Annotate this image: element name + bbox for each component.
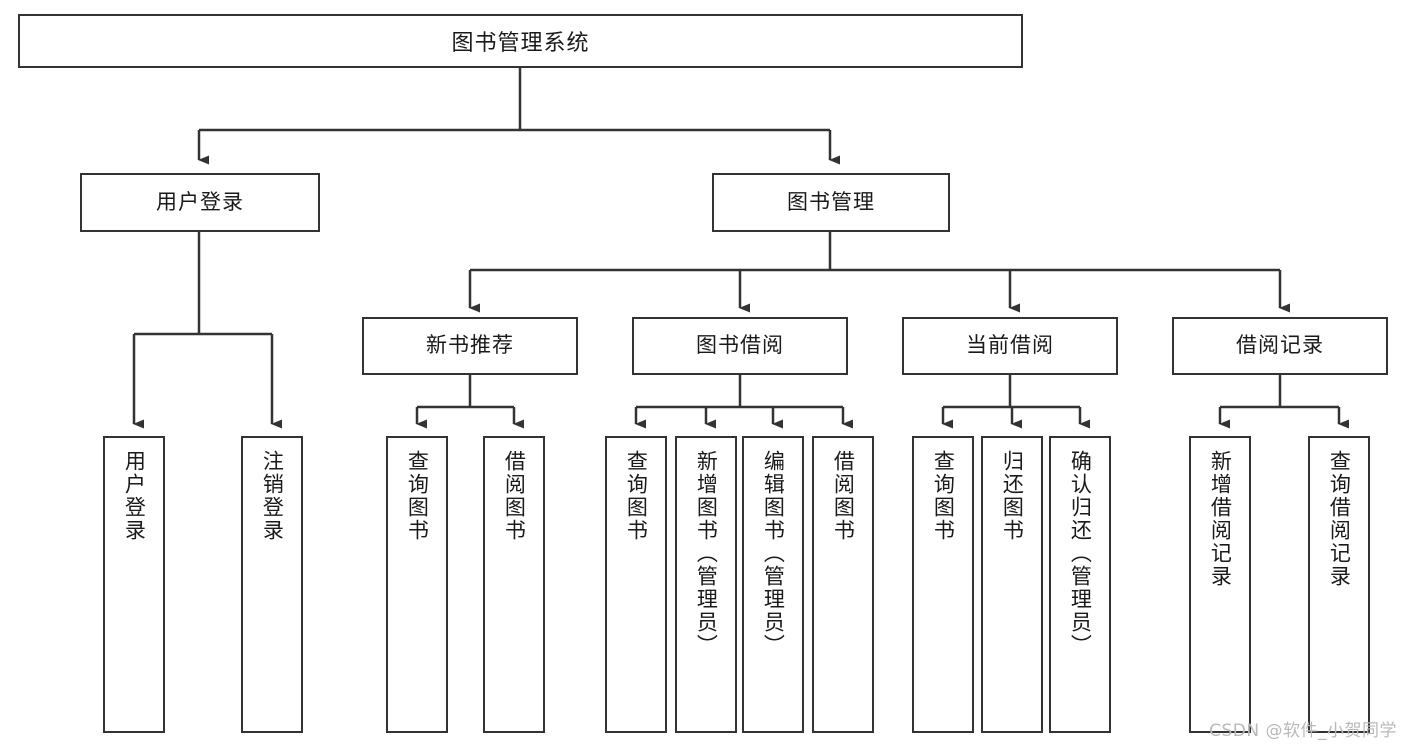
leaf-label: 借阅图书 (831, 450, 856, 542)
leaf-label: 新增图书（管理员） (694, 450, 719, 657)
leaf-recommend-borrow-book[interactable]: 借阅图书 (483, 436, 545, 733)
node-book-borrow[interactable]: 图书借阅 (632, 317, 848, 375)
csdn-watermark: CSDN @软件_小贺同学 (1209, 721, 1397, 741)
leaf-user-login-logout[interactable]: 注销登录 (241, 436, 303, 733)
node-borrow-record[interactable]: 借阅记录 (1172, 317, 1388, 375)
node-current-borrow[interactable]: 当前借阅 (902, 317, 1118, 375)
leaf-current-confirm-return-admin[interactable]: 确认归还（管理员） (1049, 436, 1111, 733)
node-new-book-recommend-label: 新书推荐 (426, 333, 514, 358)
leaf-label: 借阅图书 (502, 450, 527, 542)
leaf-record-add-record[interactable]: 新增借阅记录 (1189, 436, 1251, 733)
leaf-record-query-record[interactable]: 查询借阅记录 (1308, 436, 1370, 733)
node-current-borrow-label: 当前借阅 (966, 333, 1054, 358)
node-book-management-label: 图书管理 (787, 189, 875, 214)
node-user-login[interactable]: 用户登录 (80, 173, 320, 232)
leaf-label: 确认归还（管理员） (1068, 450, 1093, 657)
leaf-current-query-book[interactable]: 查询图书 (912, 436, 974, 733)
leaf-label: 查询图书 (624, 450, 649, 542)
leaf-borrow-add-book-admin[interactable]: 新增图书（管理员） (675, 436, 737, 733)
leaf-label: 查询图书 (405, 450, 430, 542)
leaf-label: 查询图书 (931, 450, 956, 542)
node-root[interactable]: 图书管理系统 (18, 14, 1023, 68)
leaf-borrow-borrow-book[interactable]: 借阅图书 (812, 436, 874, 733)
leaf-label: 查询借阅记录 (1327, 450, 1352, 588)
leaf-label: 用户登录 (122, 450, 147, 542)
leaf-recommend-query-book[interactable]: 查询图书 (386, 436, 448, 733)
node-book-management[interactable]: 图书管理 (712, 173, 950, 232)
leaf-label: 编辑图书（管理员） (761, 450, 786, 657)
node-new-book-recommend[interactable]: 新书推荐 (362, 317, 578, 375)
leaf-current-return-book[interactable]: 归还图书 (981, 436, 1043, 733)
leaf-borrow-edit-book-admin[interactable]: 编辑图书（管理员） (742, 436, 804, 733)
node-borrow-record-label: 借阅记录 (1236, 333, 1324, 358)
node-user-login-label: 用户登录 (156, 189, 244, 214)
leaf-label: 注销登录 (260, 450, 285, 542)
node-root-label: 图书管理系统 (451, 31, 590, 56)
leaf-label: 归还图书 (1000, 450, 1025, 542)
leaf-borrow-query-book[interactable]: 查询图书 (605, 436, 667, 733)
node-book-borrow-label: 图书借阅 (696, 333, 784, 358)
leaf-label: 新增借阅记录 (1208, 450, 1233, 588)
leaf-user-login-login[interactable]: 用户登录 (103, 436, 165, 733)
